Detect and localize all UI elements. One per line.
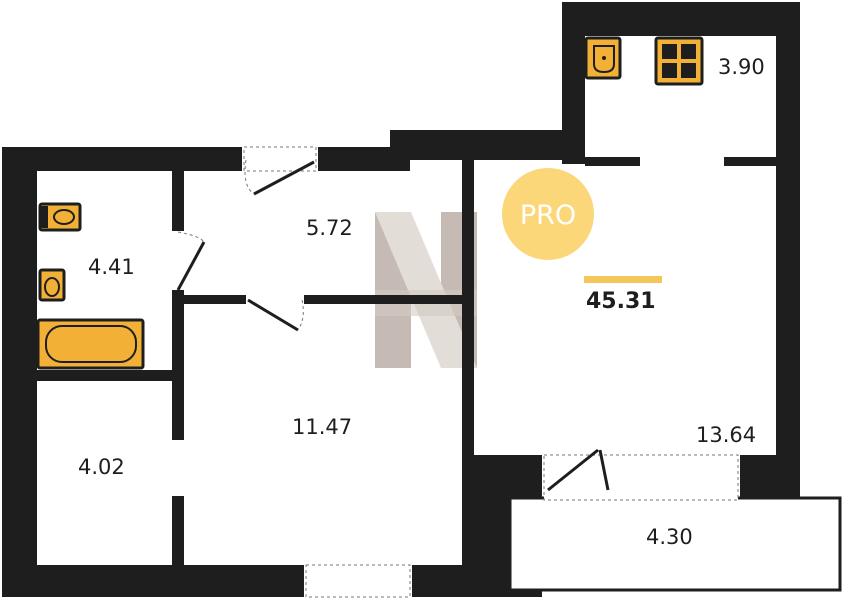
total-area-bar	[584, 276, 662, 283]
window-bedroom	[305, 564, 411, 598]
door-bedroom[interactable]	[247, 298, 304, 332]
watermark-logo-icon	[375, 212, 477, 368]
room-area-balcony: 4.30	[646, 525, 693, 549]
total-area: 45.31	[586, 289, 656, 314]
kitchen-sink-icon	[584, 36, 622, 80]
pro-badge: PRO	[502, 168, 594, 260]
room-area-hall: 5.72	[306, 216, 353, 240]
pro-badge-label: PRO	[520, 200, 576, 231]
sink-icon	[38, 268, 66, 302]
room-area-bedroom: 11.47	[292, 415, 352, 439]
balcony	[508, 496, 842, 592]
door-bathroom[interactable]	[176, 231, 206, 291]
bathtub-icon	[36, 318, 145, 370]
door-balcony[interactable]	[547, 448, 610, 492]
pro-badge-circle	[502, 168, 594, 260]
toilet-icon	[38, 202, 82, 232]
room-area-kitchen: 3.90	[718, 55, 765, 79]
stove-icon	[654, 36, 704, 86]
walls	[2, 2, 800, 597]
window-living	[543, 454, 739, 501]
room-area-storage: 4.02	[78, 455, 125, 479]
door-entrance[interactable]	[244, 159, 315, 196]
room-area-bath: 4.41	[88, 255, 135, 279]
room-area-living: 13.64	[696, 423, 756, 447]
